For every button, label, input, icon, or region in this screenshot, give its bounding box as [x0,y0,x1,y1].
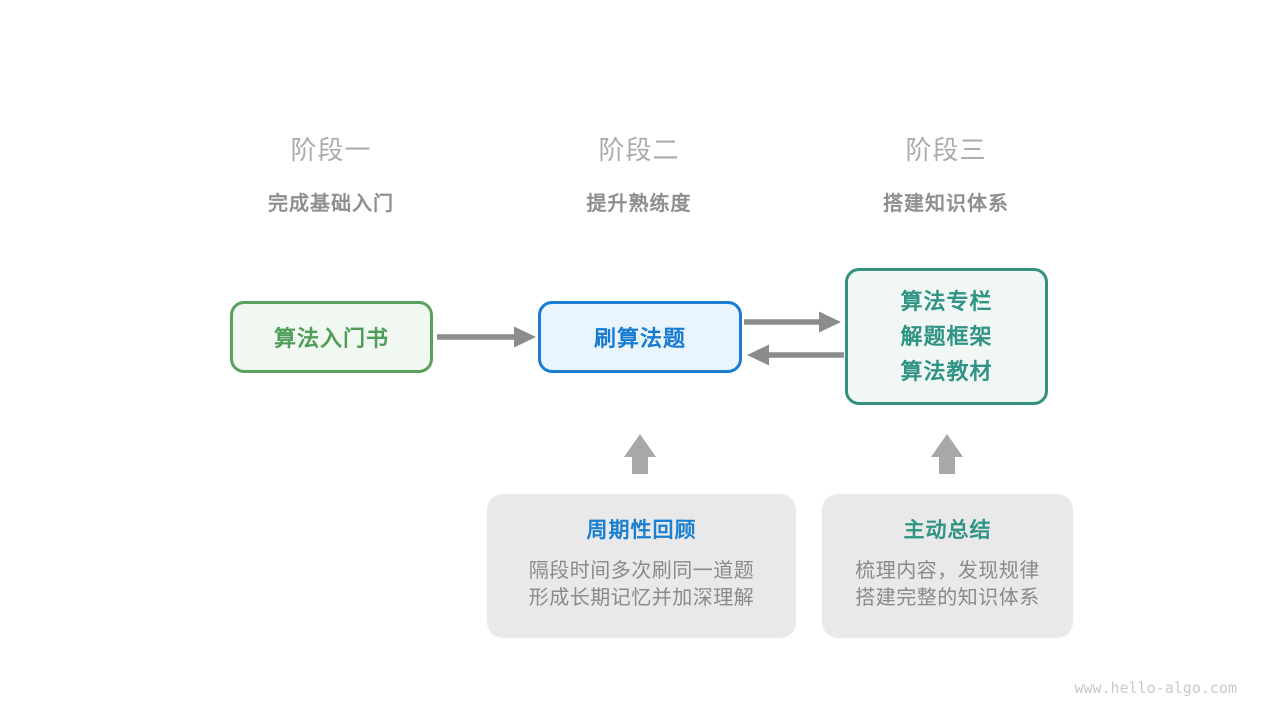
callout-periodic-review-line-1: 隔段时间多次刷同一道题 [528,560,755,582]
stage-1-title: 阶段一 [290,135,372,165]
arrow-intro-to-practice [437,326,536,348]
block-arrow-up-review [624,434,656,474]
callout-periodic-review: 周期性回顾 隔段时间多次刷同一道题 形成长期记忆并加深理解 [487,494,796,638]
stage-1-subtitle: 完成基础入门 [268,193,394,215]
callout-periodic-review-line-2: 形成长期记忆并加深理解 [528,587,755,609]
callout-periodic-review-body: 隔段时间多次刷同一道题 形成长期记忆并加深理解 [487,558,796,612]
node-advanced-materials: 算法专栏 解题框架 算法教材 [845,268,1048,405]
stage-2-header: 阶段二 提升熟练度 [479,130,799,216]
stage-2-title: 阶段二 [598,135,680,165]
node-practice-problems-label: 刷算法题 [593,326,686,351]
callout-active-summary-title: 主动总结 [903,519,992,542]
arrow-practice-to-advanced [744,311,841,333]
callout-active-summary-line-2: 搭建完整的知识体系 [855,587,1040,609]
node-intro-book-label: 算法入门书 [273,326,389,351]
node-advanced-line-2: 解题框架 [900,324,993,349]
block-arrow-up-summary [931,434,963,474]
stage-1-header: 阶段一 完成基础入门 [171,130,491,216]
node-practice-problems: 刷算法题 [538,301,742,373]
stage-3-header: 阶段三 搭建知识体系 [786,130,1106,216]
stage-2-subtitle: 提升熟练度 [586,193,692,215]
callout-active-summary-body: 梳理内容，发现规律 搭建完整的知识体系 [822,558,1073,612]
arrow-advanced-to-practice [747,344,844,366]
node-intro-book: 算法入门书 [230,301,433,373]
stage-3-subtitle: 搭建知识体系 [883,193,1009,215]
node-advanced-line-3: 算法教材 [900,359,993,384]
node-advanced-line-1: 算法专栏 [900,289,993,314]
stage-3-title: 阶段三 [905,135,987,165]
watermark: www.hello-algo.com [1074,679,1237,697]
callout-active-summary: 主动总结 梳理内容，发现规律 搭建完整的知识体系 [822,494,1073,638]
callout-active-summary-line-1: 梳理内容，发现规律 [855,560,1040,582]
callout-periodic-review-title: 周期性回顾 [586,519,697,542]
